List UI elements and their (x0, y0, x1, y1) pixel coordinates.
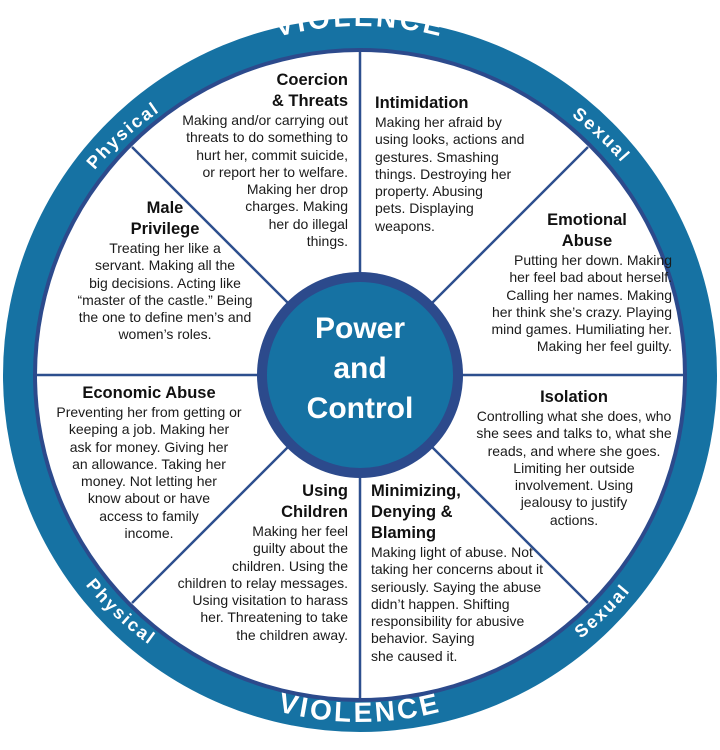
spoke-lower-left (131, 444, 291, 604)
segment-isolation: Isolation Controlling what she does, who… (460, 387, 688, 529)
segment-title: Economic Abuse (82, 384, 216, 402)
segment-title: Minimizing, Denying & Blaming (371, 482, 461, 542)
segment-economic-abuse: Economic Abuse Preventing her from getti… (40, 383, 258, 542)
segment-body: Putting her down. Making her feel bad ab… (491, 252, 672, 355)
segment-body: Treating her like a servant. Making all … (77, 240, 253, 343)
spoke-upper-left (131, 146, 291, 306)
segment-title: Using Children (281, 482, 348, 521)
spoke-lower-right (429, 444, 589, 604)
segment-body: Making her feel guilty about the childre… (177, 523, 348, 643)
segment-title: Isolation (540, 388, 608, 406)
hub-line-1: Power (315, 312, 405, 345)
segment-body: Preventing her from getting or keeping a… (56, 404, 242, 542)
segment-using-children: Using Children Making her feel guilty ab… (155, 481, 348, 644)
segment-minimizing-denying-blaming: Minimizing, Denying & Blaming Making lig… (371, 481, 571, 665)
spoke-upper-right (429, 146, 589, 306)
hub-line-2: and (333, 352, 386, 385)
segment-body: Making and/or carrying out threats to do… (182, 112, 348, 250)
segment-title: Intimidation (375, 94, 469, 112)
segment-coercion-threats: Coercion & Threats Making and/or carryin… (160, 70, 348, 250)
segment-emotional-abuse: Emotional Abuse Putting her down. Making… (432, 210, 672, 356)
segment-body: Making her afraid by using looks, action… (375, 114, 525, 234)
spokes (37, 52, 683, 698)
segment-title: Coercion & Threats (271, 71, 348, 110)
segment-body: Controlling what she does, who she sees … (476, 408, 672, 528)
hub (267, 282, 453, 468)
hub-line-3: Control (307, 392, 414, 425)
segment-intimidation: Intimidation Making her afraid by using … (375, 93, 555, 235)
segment-male-privilege: Male Privilege Treating her like a serva… (55, 198, 275, 344)
segment-title: Male Privilege (130, 199, 200, 238)
segment-title: Emotional Abuse (547, 211, 627, 250)
segment-body: Making light of abuse. Not taking her co… (371, 544, 543, 664)
